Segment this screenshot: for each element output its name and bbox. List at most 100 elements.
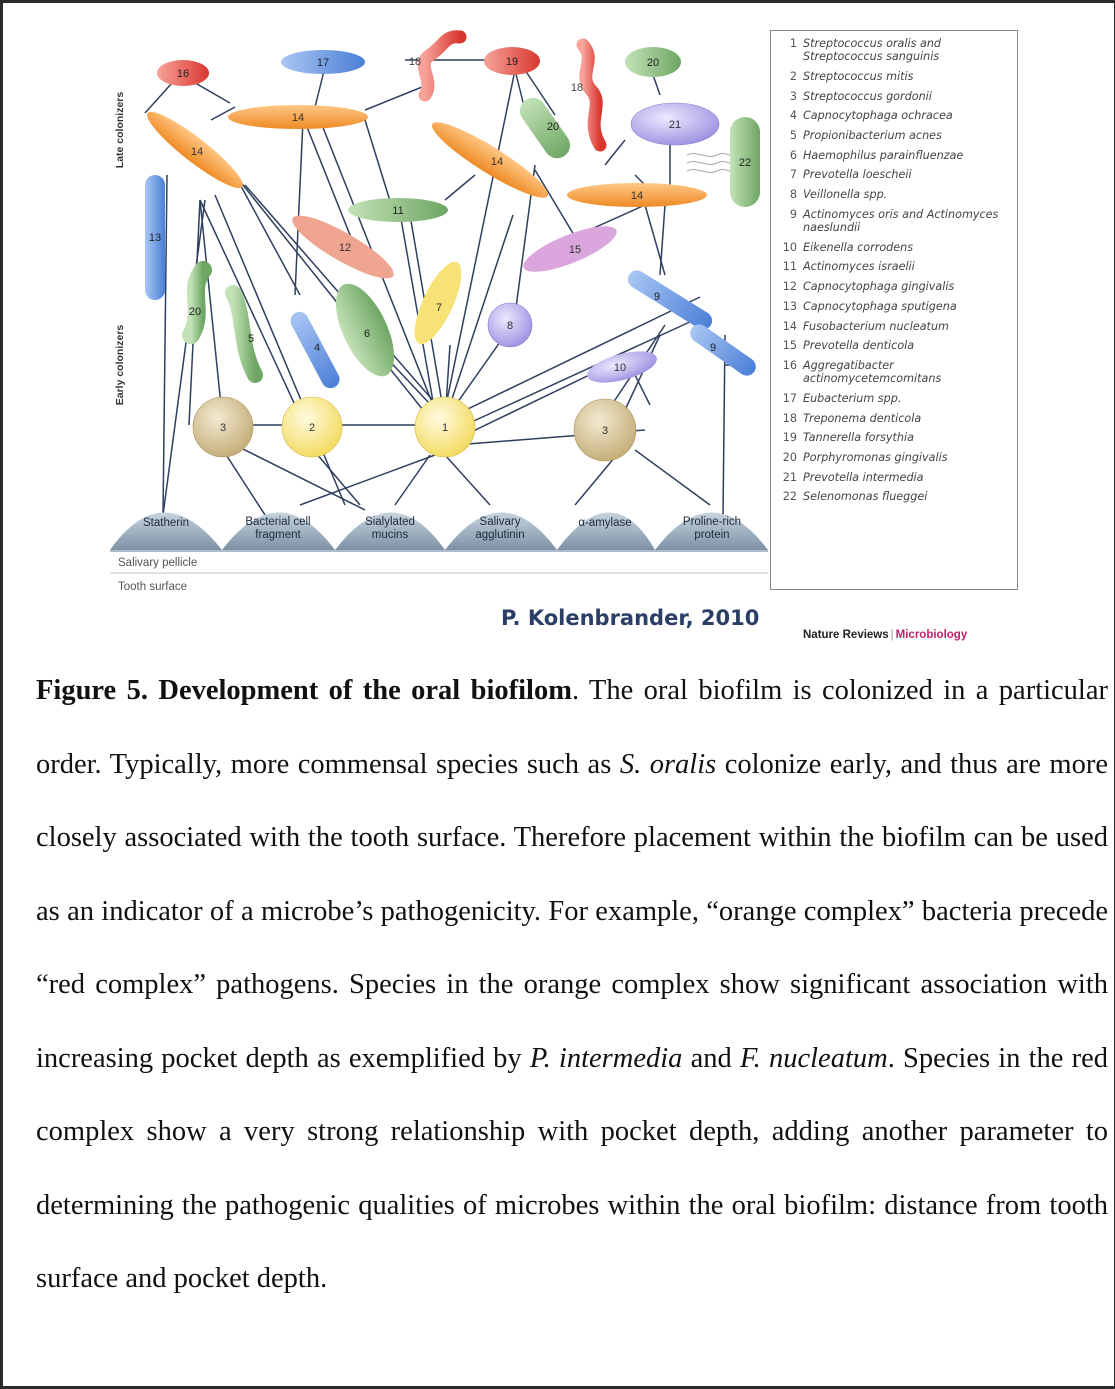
organism-porphyromonas-right: 20 (625, 47, 681, 77)
svg-text:2: 2 (309, 422, 315, 434)
organism-fusobacterium-center: 14 (431, 122, 549, 198)
receptor-domes (110, 512, 768, 550)
figure-caption: Figure 5. Development of the oral biofil… (36, 675, 1109, 1294)
svg-text:12: 12 (339, 242, 351, 254)
organism-porphyromonas-center: 20 (519, 97, 571, 159)
receptor-alpha-amylase: α-amylase (578, 517, 631, 529)
organism-actinomyces-oris-lower: 9 (690, 324, 756, 376)
journal-separator: | (890, 629, 894, 641)
organism-treponema-top: 18 (409, 30, 467, 102)
svg-text:6: 6 (364, 328, 370, 340)
organism-haemophilus: 6 (335, 283, 395, 377)
organism-actinomyces-israelii: 11 (348, 198, 448, 222)
svg-text:1: 1 (442, 422, 448, 434)
svg-text:11: 11 (392, 205, 403, 217)
figure-credit: P. Kolenbrander, 2010 (501, 606, 760, 630)
svg-text:14: 14 (292, 112, 304, 124)
svg-text:18: 18 (571, 82, 583, 94)
organism-eikenella: 10 (587, 351, 657, 383)
late-colonizers-label: Late colonizers (114, 92, 126, 169)
organism-fusobacterium-top: 14 (228, 105, 368, 129)
svg-text:15: 15 (569, 244, 581, 256)
svg-text:20: 20 (189, 306, 201, 318)
svg-text:19: 19 (506, 56, 518, 68)
svg-text:20: 20 (647, 57, 659, 69)
organism-fusobacterium-right: 14 (567, 183, 707, 207)
svg-text:14: 14 (191, 146, 203, 158)
caption-title: Figure 5. Development of the oral biofil… (36, 675, 572, 706)
organism-prevotella-denticola: 15 (523, 226, 617, 272)
svg-text:9: 9 (654, 291, 660, 303)
svg-text:9: 9 (710, 342, 716, 354)
journal-attribution: Nature Reviews|Microbiology (803, 629, 967, 641)
organism-veillonella: 8 (487, 302, 533, 348)
svg-text:4: 4 (314, 342, 320, 354)
organism-propionibacterium-acnes: 5 (225, 285, 263, 383)
organism-prevotella-intermedia: 21 (630, 102, 720, 146)
organism-s-mitis: 2 (281, 396, 343, 458)
journal-section: Microbiology (895, 629, 968, 641)
organism-capnocytophaga-ochracea: 4 (290, 311, 340, 389)
svg-text:3: 3 (220, 422, 226, 434)
organism-selenomonas: 22 (686, 117, 760, 207)
organism-fusobacterium-left: 14 (147, 111, 243, 189)
organism-capnocytophaga-sputigena: 13 (145, 175, 165, 300)
early-colonizers-label: Early colonizers (114, 325, 126, 406)
svg-text:14: 14 (491, 156, 503, 168)
svg-text:8: 8 (507, 320, 513, 332)
organism-tannerella: 19 (484, 47, 540, 75)
svg-text:7: 7 (436, 302, 442, 314)
organism-aggregatibacter: 16 (157, 60, 209, 86)
svg-text:13: 13 (149, 232, 161, 244)
organism-capnocytophaga-gingivalis: 12 (292, 215, 394, 279)
organisms: 1 2 3 3 4 5 6 7 (145, 30, 760, 462)
organism-s-gordonii-right: 3 (573, 398, 637, 462)
svg-text:21: 21 (669, 119, 681, 131)
organism-eubacterium: 17 (281, 50, 365, 74)
svg-text:5: 5 (248, 333, 254, 345)
svg-text:3: 3 (602, 425, 608, 437)
salivary-pellicle-label: Salivary pellicle (118, 557, 197, 569)
svg-text:17: 17 (317, 57, 329, 69)
organism-treponema-right: 18 (571, 38, 607, 152)
journal-name: Nature Reviews (803, 629, 889, 641)
organism-green-20-lower: 20 (182, 261, 212, 344)
organism-actinomyces-oris-upper: 9 (627, 270, 713, 330)
svg-text:14: 14 (631, 190, 643, 202)
organism-s-gordonii-left: 3 (192, 396, 254, 458)
svg-text:16: 16 (177, 68, 189, 80)
svg-text:22: 22 (739, 157, 751, 169)
svg-text:20: 20 (547, 121, 559, 133)
organism-prevotella-loescheii: 7 (414, 261, 462, 345)
biofilm-diagram: Late colonizers Early colonizers (110, 30, 768, 593)
receptor-statherin: Statherin (143, 517, 189, 529)
